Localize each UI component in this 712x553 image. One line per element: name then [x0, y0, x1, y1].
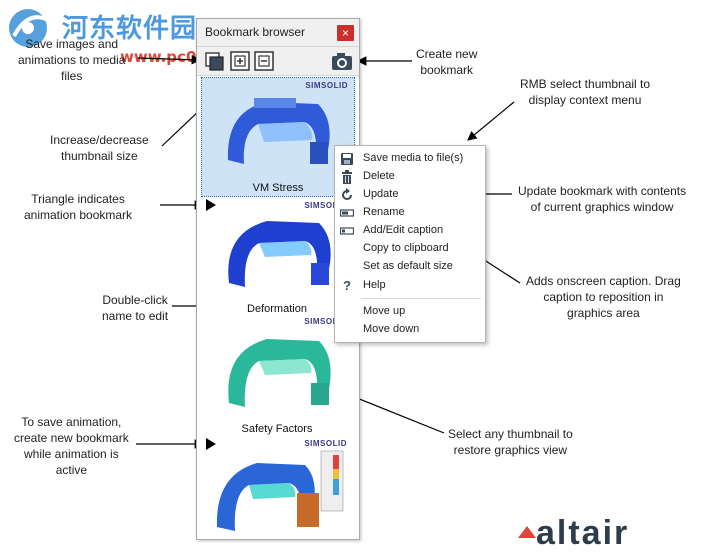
menu-separator [361, 298, 481, 299]
menu-item-label: Add/Edit caption [363, 224, 444, 236]
trash-icon [342, 170, 352, 184]
bookmark-browser-panel: Bookmark browser × SIMSOLID [196, 18, 360, 540]
model-render-image [228, 221, 331, 287]
menu-item-delete[interactable]: Delete [335, 168, 485, 186]
thumbnail-caption[interactable]: Deformation [247, 303, 307, 315]
model-render-image [227, 98, 330, 164]
menu-item-add-edit-caption[interactable]: Add/Edit caption [335, 222, 485, 240]
note-create-bookmark: Create new bookmark [416, 47, 478, 77]
menu-item-label: Update [363, 188, 399, 200]
watermark-site-name: 河东软件园 [62, 14, 198, 44]
menu-item-label: Delete [363, 170, 395, 182]
simsolid-logo: SIMSOLID [304, 201, 347, 210]
menu-item-label: Save media to file(s) [363, 152, 464, 164]
note-save-media: Save images and animations to media file… [18, 37, 126, 83]
menu-item-help[interactable]: ? Help [335, 277, 485, 295]
note-double-click: Double-click name to edit [102, 293, 169, 323]
menu-item-label: Set as default size [363, 260, 453, 272]
menu-item-label: Copy to clipboard [363, 242, 449, 254]
caption-icon [340, 227, 354, 235]
menu-item-label: Move down [363, 323, 420, 335]
panel-title: Bookmark browser [205, 25, 306, 39]
note-triangle: Triangle indicates animation bookmark [24, 192, 133, 222]
note-rmb-select: RMB select thumbnail to display context … [520, 77, 651, 107]
refresh-icon [342, 188, 352, 200]
model-render-image [216, 450, 344, 531]
save-media-icon[interactable] [203, 50, 225, 72]
panel-titlebar: Bookmark browser × [197, 19, 359, 47]
note-save-animation: To save animation, create new bookmark w… [14, 415, 129, 477]
animation-indicator-icon [206, 438, 216, 450]
camera-icon[interactable] [331, 50, 353, 72]
animation-indicator-icon [206, 199, 216, 211]
bookmark-thumbnail[interactable]: SIMSOLID [201, 439, 353, 537]
menu-item-set-default-size[interactable]: Set as default size [335, 258, 485, 276]
note-select-thumbnail: Select any thumbnail to restore graphics… [448, 427, 573, 457]
close-button[interactable]: × [337, 25, 354, 41]
simsolid-logo: SIMSOLID [305, 81, 348, 90]
note-onscreen-caption: Adds onscreen caption. Drag caption to r… [526, 274, 681, 320]
save-icon [341, 153, 353, 165]
menu-item-move-up[interactable]: Move up [335, 303, 485, 321]
increase-thumbnail-size-icon[interactable] [229, 50, 251, 72]
simsolid-logo: SIMSOLID [304, 439, 347, 448]
menu-item-copy-clipboard[interactable]: Copy to clipboard [335, 240, 485, 258]
model-render-image [228, 339, 331, 407]
bookmark-thumbnail[interactable]: SIMSOLID VM Stress [201, 77, 355, 197]
menu-item-save-media[interactable]: Save media to file(s) [335, 150, 485, 168]
thumbnail-caption[interactable]: VM Stress [252, 182, 304, 194]
decrease-thumbnail-size-icon[interactable] [253, 50, 275, 72]
help-icon: ? [343, 278, 351, 293]
panel-toolbar [197, 47, 359, 76]
note-thumbnail-size: Increase/decrease thumbnail size [50, 133, 149, 163]
rename-icon [340, 209, 354, 217]
menu-item-label: Help [363, 279, 386, 291]
bookmark-thumbnail[interactable]: SIMSOLID Deformation [201, 199, 353, 317]
simsolid-logo: SIMSOLID [304, 317, 347, 326]
menu-item-label: Move up [363, 305, 406, 317]
menu-item-rename[interactable]: Rename [335, 204, 485, 222]
menu-item-label: Rename [363, 206, 405, 218]
thumbnail-caption[interactable]: Safety Factors [241, 423, 313, 435]
brand-wordmark: altair [536, 514, 630, 552]
brand-mark-icon [518, 526, 536, 538]
bookmark-thumbnail[interactable]: SIMSOLID Safety Factors [201, 317, 353, 439]
context-menu: Save media to file(s) Delete Update Rena… [334, 145, 486, 343]
note-update-contents: Update bookmark with contents of current… [518, 184, 687, 214]
watermark-logo-icon [9, 9, 49, 47]
menu-item-update[interactable]: Update [335, 186, 485, 204]
menu-item-move-down[interactable]: Move down [335, 321, 485, 339]
